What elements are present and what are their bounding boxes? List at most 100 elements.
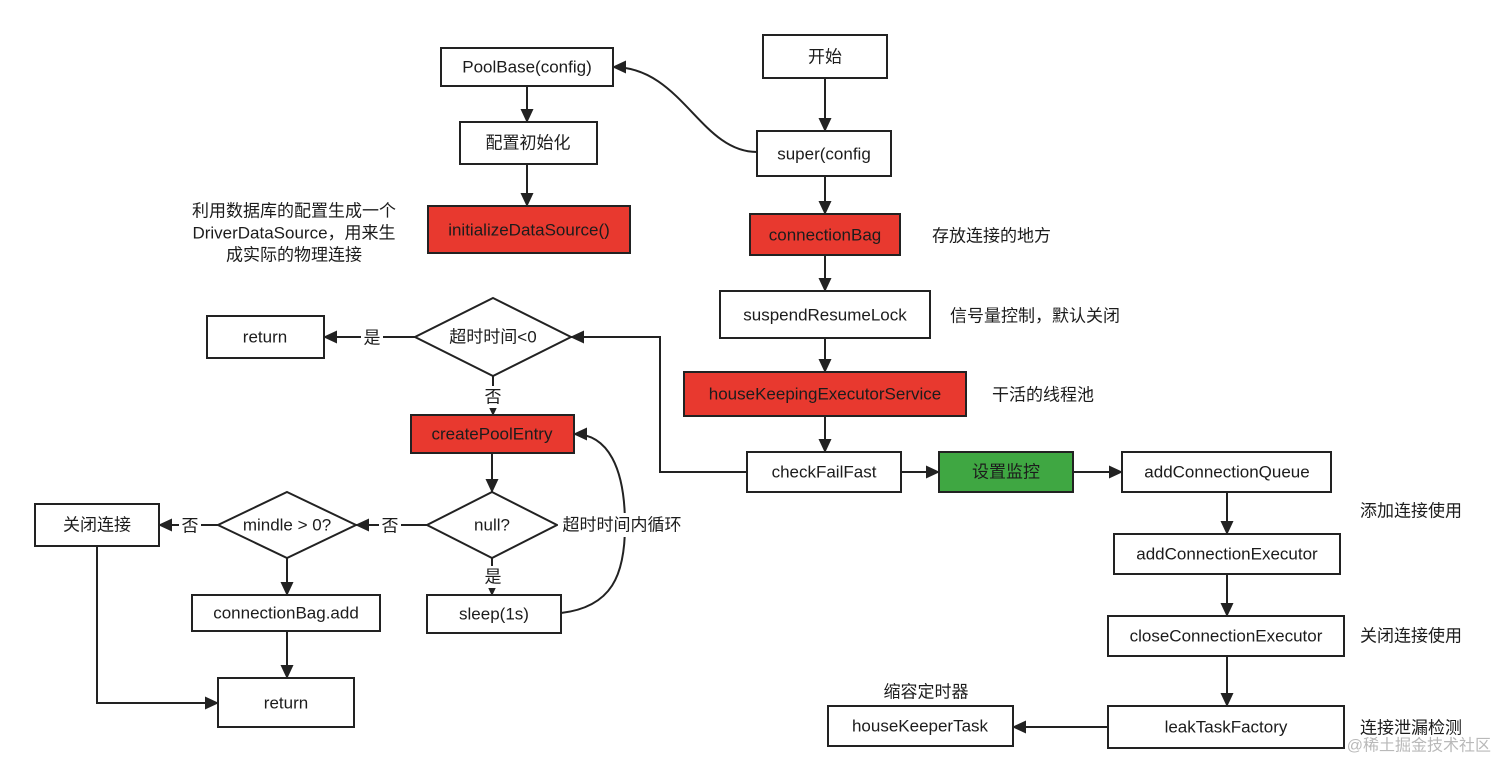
node-config-init-label: 配置初始化	[486, 134, 571, 153]
node-close-connection: 关闭连接	[34, 503, 160, 547]
edge-close-connection-to-return-final	[96, 546, 219, 710]
node-set-monitoring: 设置监控	[938, 451, 1074, 493]
node-timeout-check-label: 超时时间<0	[449, 328, 536, 347]
node-null-check-label: null?	[474, 516, 510, 535]
edge-label-timeout-no-text: 否	[485, 388, 502, 407]
node-leak-task-factory-label: leakTaskFactory	[1165, 718, 1288, 737]
node-null-check: null?	[424, 490, 560, 560]
edge-label-mindle-no-text: 否	[182, 517, 199, 536]
edge-label-retry-loop: 超时时间内循环	[558, 513, 686, 537]
node-sleep-label: sleep(1s)	[459, 605, 529, 624]
node-connection-bag-add-box	[191, 594, 381, 632]
node-return-early-box	[206, 315, 325, 359]
node-add-connection-queue-label: addConnectionQueue	[1144, 463, 1309, 482]
edge-label-timeout-yes: 是	[361, 327, 383, 349]
edge-check-fail-fast-to-timeout-check	[570, 330, 747, 473]
node-house-keeper-task: houseKeeperTask	[827, 705, 1014, 747]
edge-label-mindle-no-bg	[179, 515, 201, 537]
node-close-connection-executor: closeConnectionExecutor	[1107, 615, 1345, 657]
node-pool-base: PoolBase(config)	[440, 47, 614, 87]
annotation-data-source-note-line-3: 成实际的物理连接	[226, 246, 362, 265]
node-return-final-label: return	[264, 694, 308, 713]
node-create-pool-entry: createPoolEntry	[410, 414, 575, 454]
edge-label-timeout-yes-text: 是	[364, 329, 381, 348]
annotation-connection-bag-note: 存放连接的地方	[932, 227, 1051, 246]
node-return-final-box	[217, 677, 355, 728]
node-add-connection-executor: addConnectionExecutor	[1113, 533, 1341, 575]
nodes: 开始 super(config PoolBase(config) 配置初始化 i…	[34, 34, 1345, 749]
node-connection-bag-add-label: connectionBag.add	[213, 604, 359, 623]
node-house-keeper-task-label: houseKeeperTask	[852, 717, 989, 736]
node-close-connection-label: 关闭连接	[63, 516, 131, 535]
node-house-keeping-executor-service-label: houseKeepingExecutorService	[709, 385, 941, 404]
node-initialize-data-source-label: initializeDataSource()	[448, 221, 610, 240]
node-set-monitoring-box	[938, 451, 1074, 493]
node-timeout-check-diamond	[412, 296, 574, 378]
annotation-house-keeper-note: 缩容定时器	[884, 683, 969, 702]
node-timeout-check: 超时时间<0	[412, 296, 574, 378]
node-add-connection-executor-box	[1113, 533, 1341, 575]
node-sleep: sleep(1s)	[426, 594, 562, 634]
node-super-config: super(config	[756, 130, 892, 177]
node-check-fail-fast-box	[746, 451, 902, 493]
edge-label-null-yes: 是	[482, 566, 504, 588]
watermark: @稀土掘金技术社区	[1347, 737, 1491, 755]
node-super-config-box	[756, 130, 892, 177]
edge-label-null-yes-bg	[482, 566, 504, 588]
edge-label-mindle-no: 否	[179, 515, 201, 537]
annotations: 利用数据库的配置生成一个 DriverDataSource，用来生 成实际的物理…	[192, 202, 1462, 738]
node-close-connection-executor-box	[1107, 615, 1345, 657]
node-mindle-check-label: mindle > 0?	[243, 516, 331, 535]
annotation-data-source-note-line-2: DriverDataSource，用来生	[192, 224, 395, 243]
edge-label-null-no-bg	[379, 515, 401, 537]
edges	[96, 60, 1234, 734]
node-mindle-check-diamond	[215, 490, 359, 560]
node-add-connection-queue-box	[1121, 451, 1332, 493]
annotation-data-source-note: 利用数据库的配置生成一个 DriverDataSource，用来生 成实际的物理…	[192, 202, 396, 265]
edge-label-retry-loop-text: 超时时间内循环	[563, 516, 682, 535]
edge-label-null-no-text: 否	[382, 517, 399, 536]
annotation-add-connection-note: 添加连接使用	[1360, 501, 1462, 521]
node-super-config-label: super(config	[777, 145, 871, 164]
node-initialize-data-source-box	[427, 205, 631, 254]
edge-label-null-yes-text: 是	[485, 568, 502, 587]
node-check-fail-fast: checkFailFast	[746, 451, 902, 493]
edge-label-timeout-no: 否	[482, 386, 504, 408]
node-check-fail-fast-label: checkFailFast	[772, 463, 877, 482]
annotation-suspend-lock-note: 信号量控制，默认关闭	[950, 307, 1120, 326]
edge-label-null-no: 否	[379, 515, 401, 537]
annotation-close-connection-note: 关闭连接使用	[1360, 626, 1462, 646]
node-start-label: 开始	[808, 48, 842, 67]
node-config-init-box	[459, 121, 598, 165]
node-connection-bag: connectionBag	[749, 213, 901, 256]
edge-label-timeout-yes-bg	[361, 327, 383, 349]
edge-label-retry-loop-bg	[558, 513, 686, 537]
node-leak-task-factory-box	[1107, 705, 1345, 749]
node-null-check-diamond	[424, 490, 560, 560]
node-pool-base-box	[440, 47, 614, 87]
node-connection-bag-box	[749, 213, 901, 256]
node-add-connection-executor-label: addConnectionExecutor	[1136, 545, 1318, 564]
node-set-monitoring-label: 设置监控	[972, 463, 1040, 482]
node-config-init: 配置初始化	[459, 121, 598, 165]
node-start-box	[762, 34, 888, 79]
node-return-final: return	[217, 677, 355, 728]
node-suspend-resume-lock-label: suspendResumeLock	[743, 306, 907, 325]
node-connection-bag-label: connectionBag	[769, 226, 881, 245]
node-suspend-resume-lock-box	[719, 290, 931, 339]
node-sleep-box	[426, 594, 562, 634]
node-close-connection-box	[34, 503, 160, 547]
node-initialize-data-source: initializeDataSource()	[427, 205, 631, 254]
node-connection-bag-add: connectionBag.add	[191, 594, 381, 632]
node-close-connection-executor-label: closeConnectionExecutor	[1130, 627, 1323, 646]
node-mindle-check: mindle > 0?	[215, 490, 359, 560]
node-pool-base-label: PoolBase(config)	[462, 58, 591, 77]
node-create-pool-entry-box	[410, 414, 575, 454]
annotation-data-source-note-line-1: 利用数据库的配置生成一个	[192, 202, 396, 221]
annotation-leak-detection-note: 连接泄漏检测	[1360, 719, 1462, 738]
edge-labels: 是 否 否 否 是 超时时间内循环	[179, 327, 686, 588]
node-suspend-resume-lock: suspendResumeLock	[719, 290, 931, 339]
node-house-keeping-executor-service: houseKeepingExecutorService	[683, 371, 967, 417]
node-return-early-label: return	[243, 328, 287, 347]
